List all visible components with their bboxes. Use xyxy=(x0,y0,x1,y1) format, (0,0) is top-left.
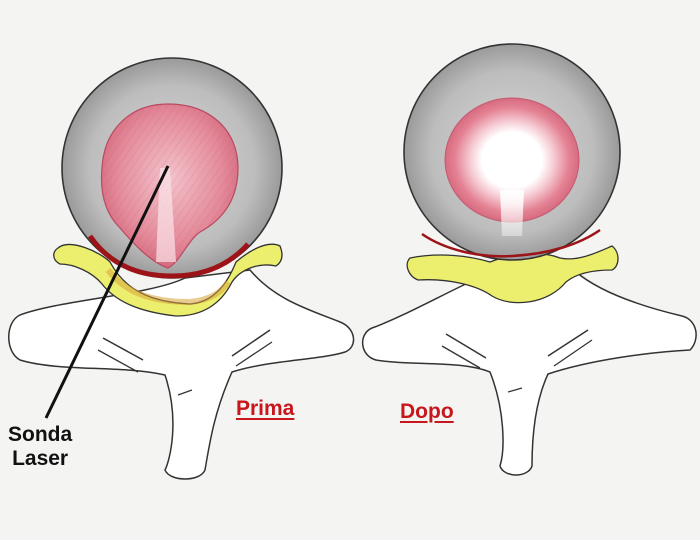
lamina-line-before xyxy=(235,341,273,367)
lamina-line-before xyxy=(231,329,271,357)
herniation-before xyxy=(87,234,250,279)
lamina-line-before xyxy=(97,349,139,373)
label-laser-probe-line1: Sonda xyxy=(8,423,73,446)
lamina-line-after xyxy=(553,339,593,367)
nerve-compression-before xyxy=(105,268,231,306)
vertebral-arch-after xyxy=(362,271,697,476)
label-before: Prima xyxy=(236,397,295,420)
vertebra-after xyxy=(362,43,697,476)
laser-track-before xyxy=(156,168,176,262)
lamina-line-before xyxy=(102,337,144,361)
laser-probe-line xyxy=(44,165,170,419)
spinous-line-after xyxy=(507,387,523,393)
disc-edge-after xyxy=(421,228,601,258)
label-laser-probe-line2: Laser xyxy=(12,447,69,470)
lamina-line-after xyxy=(445,333,487,359)
label-laser-probe: Sonda Laser xyxy=(8,423,72,471)
laser-track-after xyxy=(500,190,524,236)
lamina-line-after xyxy=(441,345,481,369)
vertebral-arch-before xyxy=(8,269,355,480)
vertebra-before xyxy=(8,57,355,480)
lamina-line-after xyxy=(547,329,589,357)
spinous-line-before xyxy=(177,389,193,396)
label-after: Dopo xyxy=(400,400,454,423)
